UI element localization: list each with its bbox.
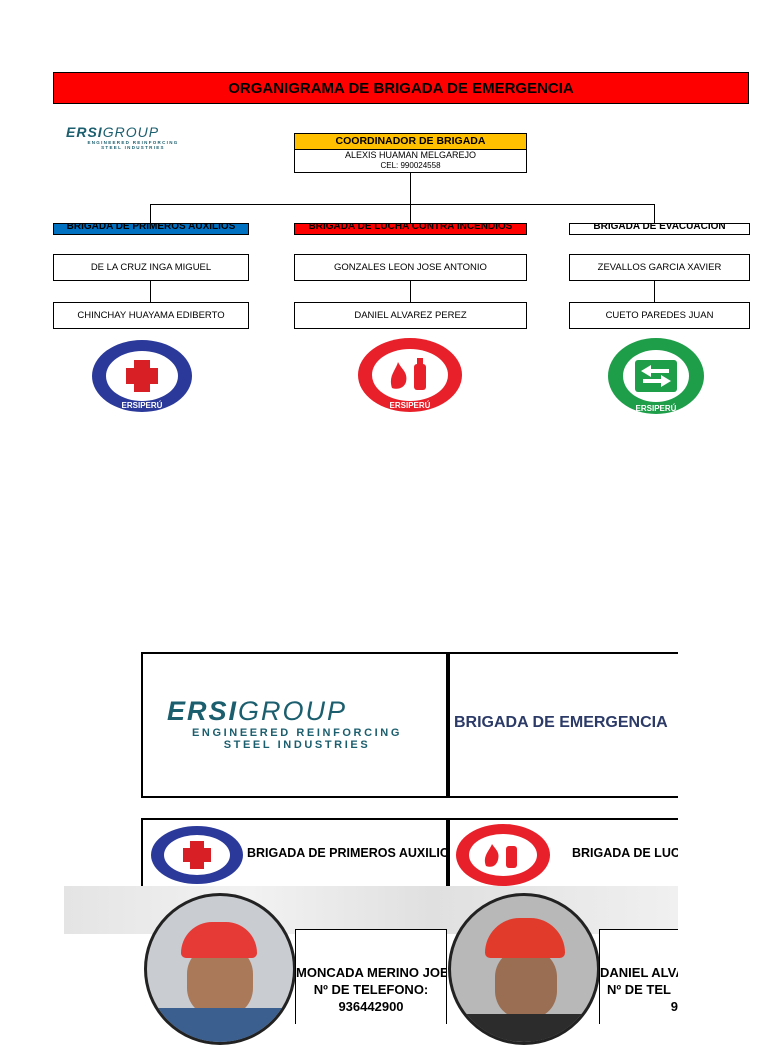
member-fire-1: GONZALES LEON JOSE ANTONIO [294,254,527,281]
member-link [410,281,411,302]
person-photo [448,893,600,1045]
person-card-1: MONCADA MERINO JOEL Nº DE TELEFONO: 9364… [295,929,447,1024]
person-card-2: DANIEL ALVA Nº DE TEL 9 [599,929,678,1024]
coordinator-name: ALEXIS HUAMAN MELGAREJO [344,150,477,160]
fire-badge: ERSIPERÚ [356,336,464,414]
connector-horizontal [150,204,654,205]
brigade-card-header-logo: ERSIGROUP ENGINEERED REINFORCING STEEL I… [141,652,448,798]
person-photo [144,893,296,1045]
connector-left [150,204,151,224]
brigade-heading-first-aid: BRIGADA DE PRIMEROS AUXILIOS [53,223,249,235]
page-title: ORGANIGRAMA DE BRIGADA DE EMERGENCIA [53,72,749,104]
first-aid-badge: ERSIPERÚ [90,338,194,414]
company-logo: ERSIGROUP ENGINEERED REINFORCING STEEL I… [66,124,179,150]
coordinator-heading: COORDINADOR DE BRIGADA [295,134,526,150]
member-evac-1: ZEVALLOS GARCIA XAVIER [569,254,750,281]
extinguisher-icon [414,364,426,390]
first-aid-row: BRIGADA DE PRIMEROS AUXILIOS [141,818,458,890]
brigade-card-header-title: BRIGADA DE EMERGENCIA [448,652,678,798]
member-fire-2: DANIEL ALVAREZ PEREZ [294,302,527,329]
fire-badge [456,824,550,886]
fire-row: BRIGADA DE LUCH [448,818,678,890]
member-link [150,281,151,302]
svg-text:ERSIPERÚ: ERSIPERÚ [636,404,677,413]
svg-text:ERSIPERÚ: ERSIPERÚ [122,401,163,410]
connector-center [410,204,411,224]
brigade-heading-evacuation: BRIGADA DE EVACUACION [569,223,750,235]
brigade-heading-fire: BRIGADA DE LUCHA CONTRA INCENDIOS [294,223,527,235]
connector-vertical-main [410,173,411,204]
member-evac-2: CUETO PAREDES JUAN [569,302,750,329]
evacuation-arrows-icon [635,360,677,392]
member-first-aid-2: CHINCHAY HUAYAMA EDIBERTO [53,302,249,329]
connector-right [654,204,655,224]
svg-text:ERSIPERÚ: ERSIPERÚ [390,401,431,410]
flame-icon [390,362,407,389]
member-first-aid-1: DE LA CRUZ INGA MIGUEL [53,254,249,281]
coordinator-phone: CEL: 990024558 [380,161,441,170]
member-link [654,281,655,302]
evacuation-badge: ERSIPERÚ [607,336,705,416]
first-aid-badge [151,826,243,884]
coordinator-box: COORDINADOR DE BRIGADA ALEXIS HUAMAN MEL… [294,133,527,173]
